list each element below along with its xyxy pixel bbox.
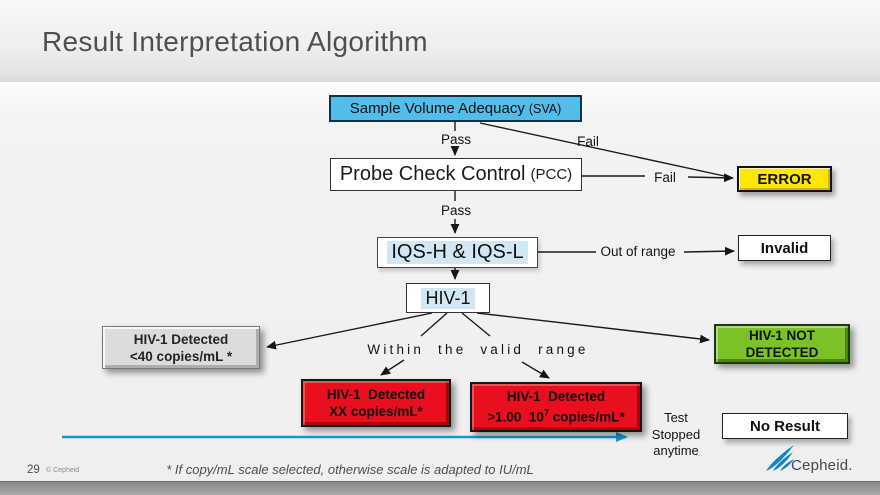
- copyright: © Cepheid: [46, 467, 80, 474]
- node-invalid: Invalid: [738, 235, 831, 261]
- node-hiv-detected-above-range: HIV-1 Detected >1.00 107 copies/mL*: [470, 382, 642, 432]
- node-probe-check-control: Probe Check Control (PCC): [330, 158, 582, 191]
- detected-high-line1: HIV-1 Detected: [506, 389, 606, 405]
- node-iqs: IQS-H & IQS-L: [377, 237, 538, 268]
- node-sample-volume-adequacy: Sample Volume Adequacy (SVA): [329, 95, 582, 122]
- node-hiv-detected-below-40: HIV-1 Detected <40 copies/mL *: [102, 326, 260, 369]
- node-hiv-not-detected: HIV-1 NOT DETECTED: [714, 324, 850, 364]
- detected-low-line2: <40 copies/mL *: [129, 348, 233, 364]
- node-no-result: No Result: [722, 413, 848, 439]
- sva-abbr: (SVA): [528, 101, 562, 116]
- detected-xx-line1: HIV-1 Detected: [326, 387, 426, 402]
- edge-label-pass-sva: Pass: [440, 132, 471, 147]
- not-detected-line1: HIV-1 NOT: [748, 328, 815, 343]
- footnote: * If copy/mL scale selected, otherwise s…: [166, 462, 534, 477]
- pcc-abbr: (PCC): [530, 166, 573, 183]
- cepheid-logo-text: Cepheid.: [791, 457, 853, 474]
- not-detected-line2: DETECTED: [745, 345, 819, 360]
- detected-high-line2: >1.00 107 copies/mL*: [487, 408, 625, 425]
- page-title: Result Interpretation Algorithm: [42, 26, 428, 57]
- node-hiv-1: HIV-1: [406, 283, 490, 313]
- edge-label-fail-pcc: Fail: [654, 170, 676, 185]
- edge-label-out-of-range: Out of range: [600, 244, 676, 259]
- page-number: 29: [27, 464, 40, 476]
- detected-low-line1: HIV-1 Detected: [133, 331, 229, 347]
- edge-label-pass-pcc: Pass: [440, 203, 471, 218]
- detected-xx-line2: XX copies/mL*: [329, 404, 423, 419]
- sva-label: Sample Volume Adequacy: [349, 100, 525, 117]
- label-test-stopped-anytime: Test Stopped anytime: [651, 410, 701, 458]
- cepheid-logo: Cepheid.: [765, 445, 857, 477]
- slide-header: Result Interpretation Algorithm: [0, 0, 880, 82]
- pcc-label: Probe Check Control: [339, 163, 526, 185]
- node-hiv-detected-xx: HIV-1 Detected XX copies/mL*: [301, 379, 451, 427]
- edge-label-within-valid-range: Within the valid range: [367, 342, 589, 357]
- cepheid-swoosh-icon: [766, 445, 794, 471]
- hiv-label: HIV-1: [421, 287, 475, 309]
- iqs-label: IQS-H & IQS-L: [387, 241, 528, 264]
- edge-label-fail-sva: Fail: [577, 134, 599, 149]
- node-error: ERROR: [737, 166, 832, 192]
- footer-bar: [0, 481, 880, 495]
